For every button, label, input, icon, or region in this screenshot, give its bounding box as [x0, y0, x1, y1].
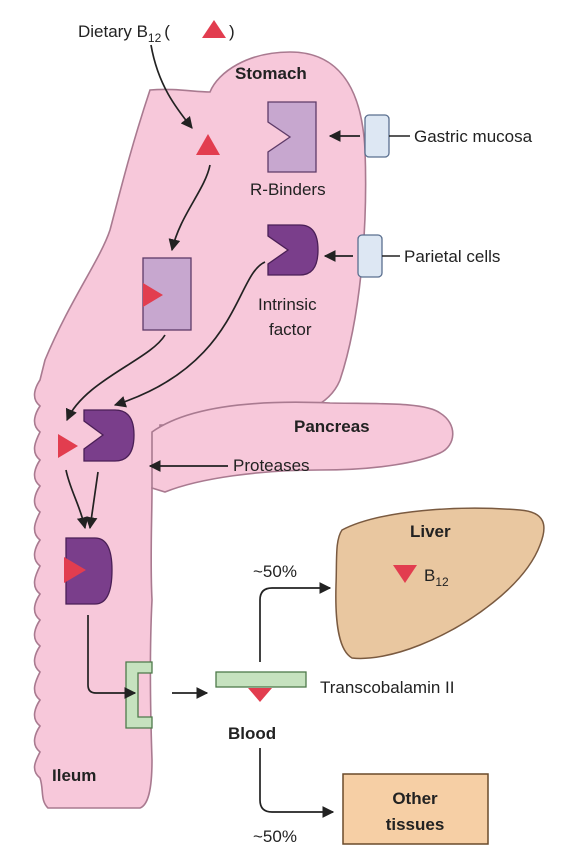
tissues-label: tissues	[386, 815, 445, 834]
ileum-label: Ileum	[52, 766, 96, 785]
b12-triangle	[196, 134, 220, 155]
liver-label: Liver	[410, 522, 451, 541]
intrinsic-factor-shape	[267, 224, 319, 276]
factor-label: factor	[269, 320, 312, 339]
blood-label: Blood	[228, 724, 276, 743]
proteases-label: Proteases	[233, 456, 310, 475]
dietary-b12-label: Dietary B12(	[78, 22, 170, 45]
other-tissues-box	[342, 773, 489, 845]
intrinsic-factor-b12-complex	[65, 537, 113, 605]
flow-arrow	[150, 44, 193, 129]
flow-arrow	[65, 334, 166, 422]
gastric-mucosa-cell	[364, 114, 390, 158]
flow-arrow	[65, 469, 89, 530]
ileum-receptor	[125, 661, 153, 729]
gastric-mucosa-label: Gastric mucosa	[414, 127, 533, 146]
percent-bottom-label: ~50%	[253, 827, 297, 846]
parietal-cells-label: Parietal cells	[404, 247, 500, 266]
intrinsic-factor-b12-complex	[83, 409, 135, 462]
flow-arrow	[259, 748, 335, 818]
b12-triangle	[248, 688, 272, 702]
b12-triangle	[143, 283, 163, 307]
pancreas-label: Pancreas	[294, 417, 370, 436]
b12-triangle	[58, 434, 78, 458]
liver-b12-label: B12	[424, 566, 449, 589]
r-binders-label: R-Binders	[250, 180, 326, 199]
r-binder-b12-complex	[142, 257, 192, 331]
other-label: Other	[392, 789, 438, 808]
liver-shape	[335, 507, 545, 660]
flow-arrow	[85, 471, 99, 530]
flow-arrow	[87, 615, 137, 699]
stomach-label: Stomach	[235, 64, 307, 83]
transcobalamin-label: Transcobalamin II	[320, 678, 454, 697]
transcobalamin-bar	[215, 671, 307, 688]
flow-arrow	[259, 582, 332, 662]
parietal-cell	[357, 234, 383, 278]
r-binder-shape	[267, 101, 317, 173]
pancreas-shape	[151, 401, 454, 493]
percent-top-label: ~50%	[253, 562, 297, 581]
legend-b12-triangle	[202, 20, 226, 38]
b12-triangle	[393, 565, 417, 583]
flow-arrow	[113, 261, 266, 408]
flow-arrow	[168, 164, 211, 252]
dietary-b12-close-paren: )	[229, 22, 235, 41]
b12-triangle	[64, 557, 86, 583]
intrinsic-label: Intrinsic	[258, 295, 317, 314]
